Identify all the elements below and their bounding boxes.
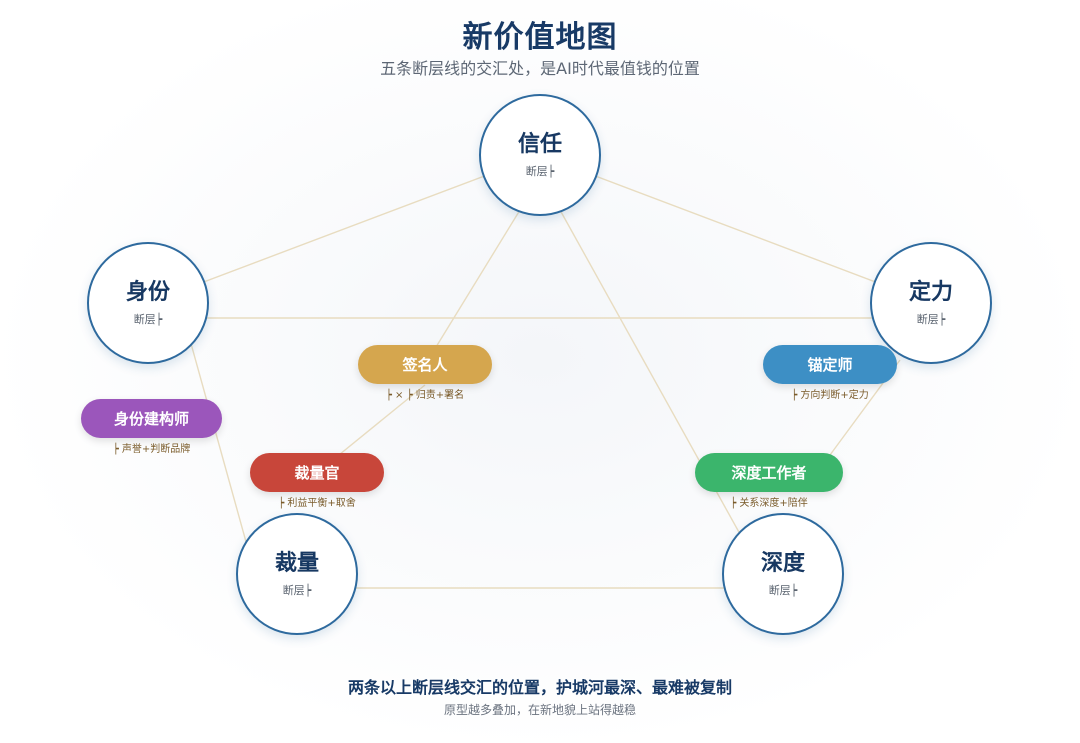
- node-discretion-name: 裁量: [274, 550, 319, 576]
- connector-trust-depth: [559, 209, 771, 589]
- node-trust-tag: 断层┝: [525, 165, 555, 179]
- role-deep-worker: 深度工作者: [695, 453, 843, 492]
- node-focus-tag: 断层┝: [916, 313, 946, 327]
- role-identity-builder: 身份建构师: [81, 399, 222, 438]
- node-focus: 定力 断层┝: [870, 242, 992, 364]
- role-anchor: 锚定师: [763, 345, 897, 384]
- footer-headline: 两条以上断层线交汇的位置，护城河最深、最难被复制: [347, 678, 732, 697]
- connector-trust-identity: [147, 154, 541, 304]
- node-discretion-tag: 断层┝: [282, 584, 312, 598]
- node-depth: 深度 断层┝: [722, 513, 844, 635]
- role-signer-desc: ┝ × ┝ 归责+署名: [385, 390, 465, 401]
- role-anchor-desc: ┝ 方向判断+定力: [791, 390, 869, 401]
- node-identity: 身份 断层┝: [87, 242, 209, 364]
- connector-trust-signer: [424, 209, 521, 366]
- page-subtitle: 五条断层线的交汇处，是AI时代最值钱的位置: [380, 59, 700, 78]
- node-depth-name: 深度: [760, 550, 805, 576]
- node-discretion: 裁量 断层┝: [236, 513, 358, 635]
- role-identity-builder-desc: ┝ 声誉+判断品牌: [112, 444, 191, 455]
- node-trust: 信任 断层┝: [479, 94, 601, 216]
- node-focus-name: 定力: [908, 279, 953, 305]
- role-arbiter: 裁量官: [250, 453, 384, 492]
- role-signer: 签名人: [358, 345, 492, 384]
- node-depth-tag: 断层┝: [768, 584, 798, 598]
- node-trust-name: 信任: [517, 131, 562, 157]
- role-deep-worker-desc: ┝ 关系深度+陪伴: [730, 498, 808, 509]
- node-identity-name: 身份: [125, 279, 170, 305]
- page-title: 新价值地图: [462, 20, 618, 55]
- footer-subline: 原型越多叠加，在新地貌上站得越稳: [443, 703, 636, 717]
- role-arbiter-desc: ┝ 利益平衡+取舍: [278, 498, 356, 509]
- node-identity-tag: 断层┝: [133, 313, 163, 327]
- connector-trust-focus: [539, 154, 932, 304]
